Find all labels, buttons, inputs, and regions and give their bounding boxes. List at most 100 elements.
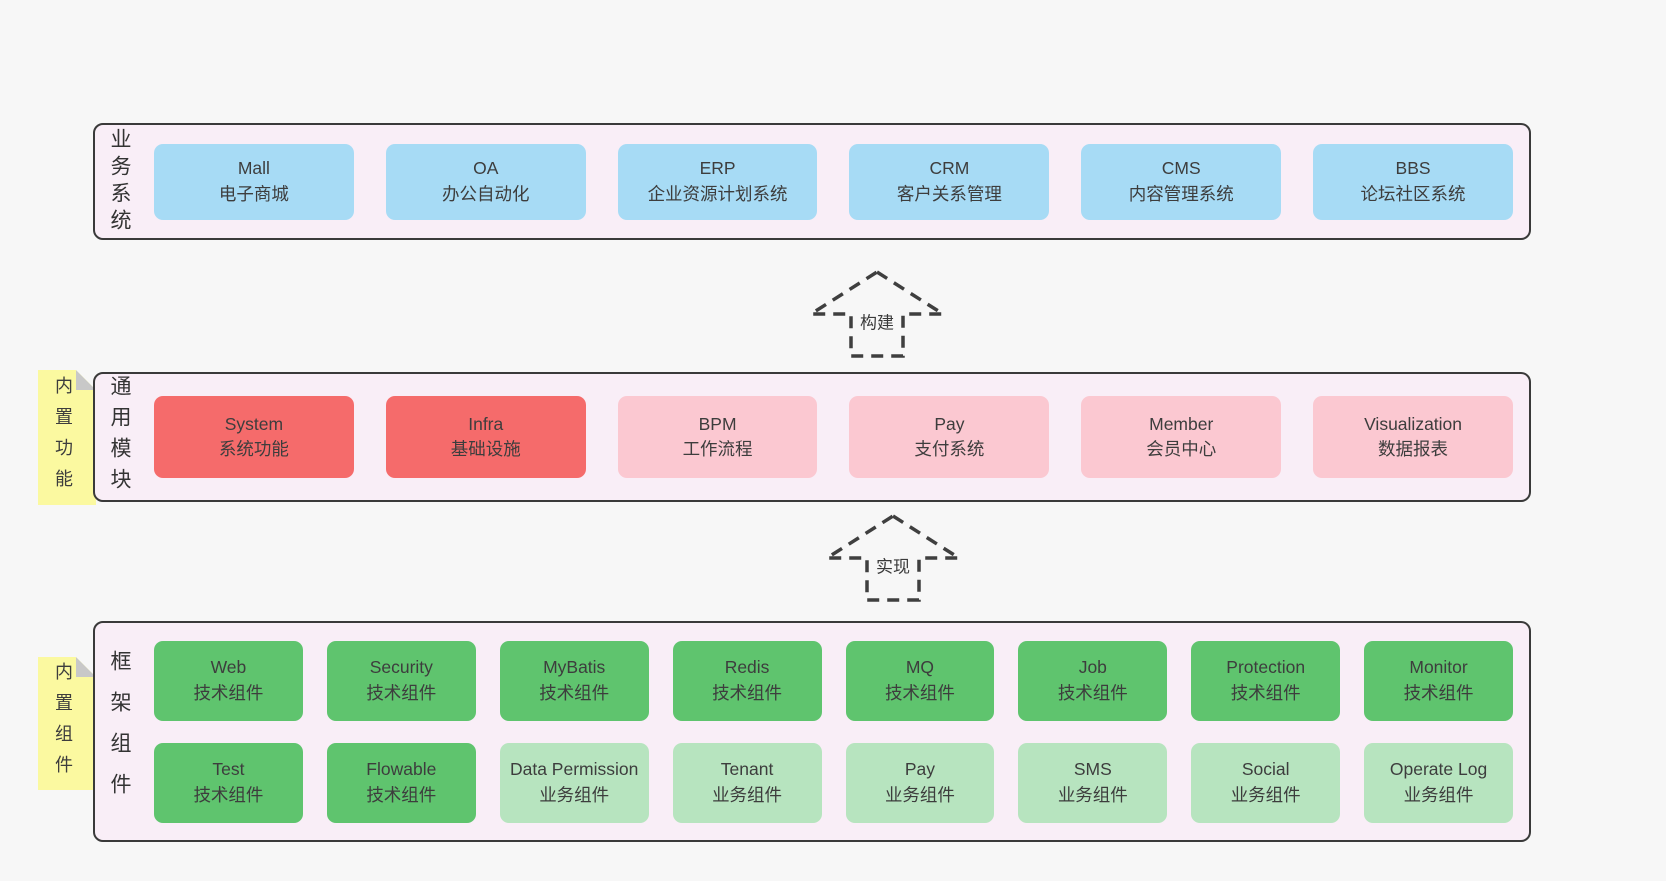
component-title: Social [1241, 759, 1290, 780]
component-title: BBS [1395, 158, 1431, 179]
component-title: Operate Log [1389, 759, 1488, 780]
component-subtitle: 业务组件 [884, 784, 955, 805]
dashed-up-arrow-icon [823, 513, 963, 602]
panel-business-systems-label: 业务系统 [108, 127, 131, 236]
component-box-web: Web 技术组件 [154, 640, 303, 721]
component-box-bpm: BPM 工作流程 [617, 396, 818, 478]
sticky-tag-builtin-features: 内置功能 [38, 370, 96, 505]
component-title: Web [210, 657, 247, 678]
component-box-erp: ERP 企业资源计划系统 [617, 143, 818, 220]
component-box-flowable: Flowable 技术组件 [326, 742, 476, 823]
component-subtitle: 会员中心 [1146, 439, 1217, 459]
component-box-bbs: BBS 论坛社区系统 [1313, 143, 1513, 220]
component-subtitle: 论坛社区系统 [1360, 183, 1466, 204]
arrow-implement-label: 实现 [872, 551, 914, 579]
component-box-infra: Infra 基础设施 [385, 396, 586, 478]
arrow-implement: 实现 [823, 512, 963, 604]
component-title: Monitor [1409, 657, 1468, 678]
component-subtitle: 办公自动化 [441, 183, 530, 204]
component-title: Flowable [366, 759, 437, 780]
panel-framework-components-label: 框架组件 [108, 649, 131, 814]
component-title: Visualization [1364, 413, 1463, 434]
component-box-test: Test 技术组件 [154, 742, 303, 823]
component-subtitle: 技术组件 [1230, 682, 1301, 703]
component-title: Mall [237, 158, 270, 179]
component-subtitle: 技术组件 [884, 682, 955, 703]
component-subtitle: 业务组件 [1230, 784, 1301, 805]
component-title: MyBatis [543, 657, 606, 678]
component-title: Redis [724, 657, 770, 678]
component-box-crm: CRM 客户关系管理 [849, 143, 1050, 220]
component-box-social: Social 业务组件 [1191, 742, 1341, 823]
component-subtitle: 业务组件 [712, 784, 783, 805]
component-box-security: Security 技术组件 [326, 640, 476, 721]
component-title: Pay [934, 413, 965, 434]
component-box-mall: Mall 电子商城 [154, 143, 354, 220]
component-box-monitor: Monitor 技术组件 [1364, 640, 1513, 721]
component-box-mybatis: MyBatis 技术组件 [499, 640, 649, 721]
component-subtitle: 业务组件 [1057, 784, 1128, 805]
panel-common-modules-label: 通用模块 [108, 375, 131, 499]
dashed-up-arrow-icon [807, 269, 947, 358]
component-box-sms: SMS 业务组件 [1018, 742, 1168, 823]
component-title: Data Permission [509, 759, 639, 780]
component-subtitle: 系统功能 [218, 439, 289, 459]
component-subtitle: 客户关系管理 [896, 183, 1002, 204]
component-subtitle: 技术组件 [193, 784, 264, 805]
component-title: Security [369, 657, 433, 678]
component-box-redis: Redis 技术组件 [672, 640, 822, 721]
arrow-build-label: 构建 [856, 307, 898, 335]
component-subtitle: 基础设施 [450, 439, 521, 459]
component-title: Protection [1226, 657, 1306, 678]
component-box-mq: MQ 技术组件 [845, 640, 995, 721]
component-title: Tenant [720, 759, 774, 780]
component-box-operate-log: Operate Log 业务组件 [1364, 742, 1513, 823]
component-subtitle: 支付系统 [914, 439, 985, 459]
component-subtitle: 技术组件 [366, 784, 437, 805]
component-title: CRM [929, 158, 970, 179]
component-title: MQ [905, 657, 935, 678]
component-subtitle: 内容管理系统 [1128, 183, 1234, 204]
sticky-tag-builtin-features-label: 内置功能 [53, 375, 73, 500]
component-box-data-permission: Data Permission 业务组件 [499, 742, 649, 823]
component-subtitle: 技术组件 [539, 682, 610, 703]
component-title: Member [1149, 413, 1214, 434]
component-subtitle: 工作流程 [682, 439, 753, 459]
component-subtitle: 技术组件 [193, 682, 264, 703]
component-title: Infra [468, 413, 504, 434]
component-subtitle: 技术组件 [712, 682, 783, 703]
component-subtitle: 技术组件 [1403, 682, 1474, 703]
component-subtitle: 业务组件 [1403, 784, 1474, 805]
component-subtitle: 业务组件 [539, 784, 610, 805]
component-subtitle: 电子商城 [218, 183, 289, 204]
component-box-tenant: Tenant 业务组件 [672, 742, 822, 823]
component-box-cms: CMS 内容管理系统 [1081, 143, 1282, 220]
component-title: Job [1078, 657, 1107, 678]
component-title: CMS [1161, 158, 1201, 179]
component-box-protection: Protection 技术组件 [1191, 640, 1341, 721]
arrow-build: 构建 [807, 268, 947, 360]
component-subtitle: 企业资源计划系统 [647, 183, 788, 204]
component-title: Test [212, 759, 245, 780]
component-title: ERP [699, 158, 736, 179]
sticky-tag-builtin-components-label: 内置组件 [53, 661, 73, 786]
component-title: BPM [698, 413, 737, 434]
sticky-tag-builtin-components: 内置组件 [38, 657, 96, 790]
component-title: SMS [1073, 759, 1112, 780]
component-subtitle: 技术组件 [366, 682, 437, 703]
